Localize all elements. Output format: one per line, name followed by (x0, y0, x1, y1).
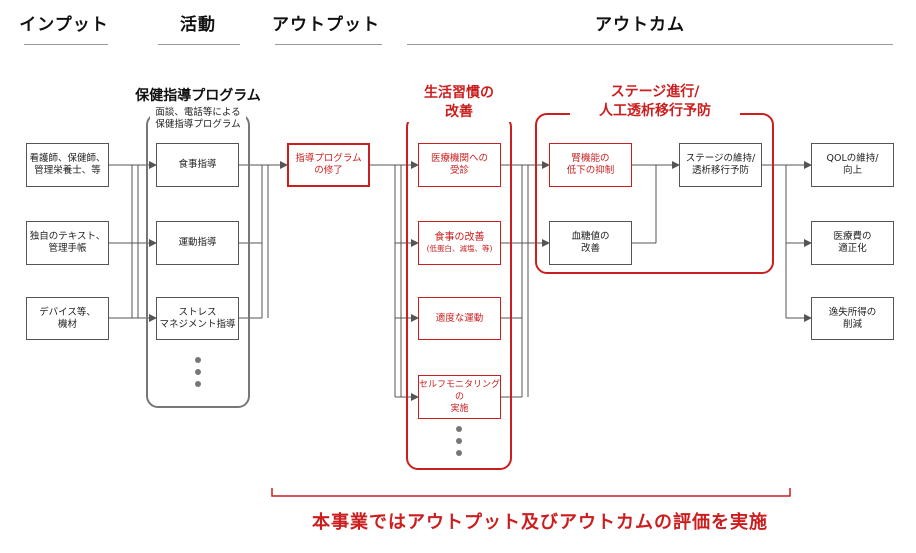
header-input-underline (24, 44, 108, 45)
header-output-underline (275, 44, 382, 45)
input-device: デバイス等、 機材 (26, 297, 109, 340)
header-outcome: アウトカム (595, 15, 685, 35)
outcome-maintain: ステージの維持/ 透析移行予防 (679, 143, 762, 187)
outcome-medical-cost: 医療費の 適正化 (811, 221, 894, 265)
program-title: 保健指導プログラム (135, 88, 261, 104)
lifestyle-diet: 食事の改善 (低蛋白、減塩、等) (418, 221, 501, 265)
header-activity: 活動 (180, 15, 216, 35)
header-input: インプット (19, 15, 109, 35)
program-more-dot-3 (195, 381, 201, 387)
lifestyle-more-dot-2 (456, 438, 462, 444)
activity-diet: 食事指導 (156, 143, 239, 187)
lifestyle-exercise: 適度な運動 (418, 297, 501, 340)
evaluation-bracket (271, 488, 791, 497)
program-subtitle: 面談、電話等による 保健指導プログラム (150, 107, 246, 131)
lifestyle-title: 生活習慣の 改善 (394, 84, 524, 122)
program-more-dot-1 (195, 357, 201, 363)
input-staff: 看護師、保健師、 管理栄養士、等 (26, 143, 109, 187)
output-completion: 指導プログラム の修了 (287, 143, 370, 187)
lifestyle-monitoring: セルフモニタリングの 実施 (418, 375, 501, 419)
stage-glucose: 血糖値の 改善 (549, 221, 632, 265)
lifestyle-diet-main: 食事の改善 (434, 232, 485, 243)
stage-title: ステージ進行/ 人工透析移行予防 (570, 83, 740, 121)
lifestyle-diet-sub: (低蛋白、減塩、等) (426, 244, 493, 253)
lifestyle-more-dot-3 (456, 450, 462, 456)
program-more-dot-2 (195, 369, 201, 375)
lifestyle-visit: 医療機関への 受診 (418, 143, 501, 187)
stage-kidney: 腎機能の 低下の抑制 (549, 143, 632, 187)
header-outcome-underline (407, 44, 893, 45)
input-text: 独自のテキスト、 管理手帳 (26, 221, 109, 265)
evaluation-note: 本事業ではアウトプット及びアウトカムの評価を実施 (312, 512, 768, 533)
activity-stress: ストレス マネジメント指導 (156, 297, 239, 340)
header-output: アウトプット (272, 15, 380, 35)
header-activity-underline (158, 44, 240, 45)
activity-exercise: 運動指導 (156, 221, 239, 265)
lifestyle-more-dot-1 (456, 426, 462, 432)
outcome-lost-income: 逸失所得の 削減 (811, 297, 894, 340)
outcome-qol: QOLの維持/ 向上 (811, 143, 894, 187)
